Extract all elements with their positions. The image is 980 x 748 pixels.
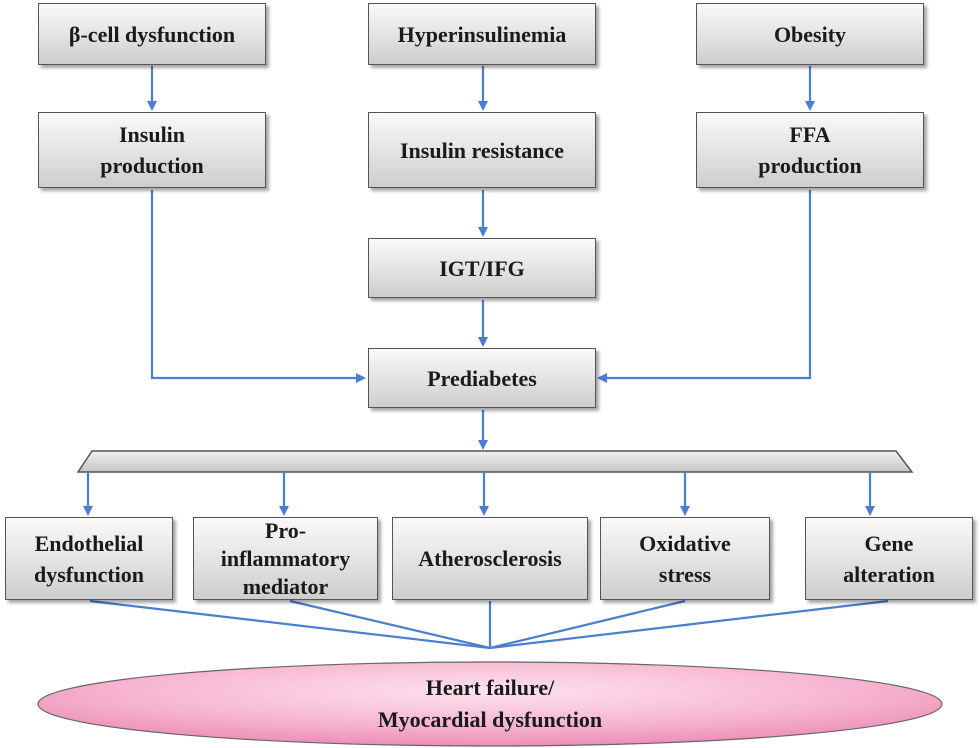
prediabetes-box: Prediabetes — [368, 348, 596, 408]
arrows — [83, 66, 875, 516]
prediabetes-label: Prediabetes — [427, 365, 537, 391]
hyperinsulinemia-box: Hyperinsulinemia — [368, 3, 596, 65]
line-oxidative-to-heart — [489, 599, 686, 650]
endothelial-label-line2: dysfunction — [33, 561, 145, 587]
line-proinflammatory-to-heart — [289, 599, 491, 650]
igt-ifg-label: IGT/IFG — [439, 255, 525, 281]
insulin-production-label-line2: production — [100, 153, 204, 178]
obesity-box: Obesity — [696, 3, 924, 65]
arrow-insulin-to-prediabetes — [150, 190, 366, 383]
endothelial-label-line1: Endothelial — [34, 530, 144, 556]
oxidative-label-line2: stress — [658, 561, 712, 587]
pro-inflammatory-label-line2: inflammatory — [220, 545, 351, 571]
atherosclerosis-label: Atherosclerosis — [418, 546, 562, 571]
pro-inflammatory-mediator-box: Pro- inflammatory mediator — [193, 517, 378, 600]
gene-alteration-box: Gene alteration — [805, 517, 973, 600]
oxidative-stress-box: Oxidative stress — [600, 517, 770, 600]
heart-failure-label-line1: Heart failure/ — [425, 675, 555, 700]
beta-cell-dysfunction-box: β-cell dysfunction — [38, 3, 266, 65]
line-endothelial-to-heart — [89, 599, 491, 650]
converging-lines — [89, 599, 889, 650]
arrow-ffa-to-prediabetes — [597, 190, 812, 383]
insulin-production-label-line1: Insulin — [118, 122, 186, 147]
heart-failure-label: Heart failure/ Myocardial dysfunction — [40, 662, 940, 746]
line-gene-to-heart — [489, 599, 889, 650]
distribution-bar — [76, 450, 914, 473]
igt-ifg-box: IGT/IFG — [368, 238, 596, 298]
oxidative-label-line1: Oxidative — [639, 530, 731, 556]
ffa-production-label-line1: FFA — [789, 122, 831, 147]
insulin-resistance-box: Insulin resistance — [368, 112, 596, 188]
insulin-production-box: Insulin production — [38, 112, 266, 188]
atherosclerosis-box: Atherosclerosis — [392, 517, 588, 600]
ffa-production-label-line2: production — [758, 153, 862, 178]
hyperinsulinemia-label: Hyperinsulinemia — [397, 21, 567, 47]
pro-inflammatory-label-line1: Pro- — [264, 517, 307, 543]
obesity-label: Obesity — [773, 21, 847, 47]
heart-failure-ellipse — [37, 661, 943, 747]
endothelial-dysfunction-box: Endothelial dysfunction — [5, 517, 173, 600]
gene-label-line2: alteration — [843, 561, 935, 587]
pro-inflammatory-label-line3: mediator — [242, 573, 329, 599]
beta-cell-dysfunction-label: β-cell dysfunction — [68, 21, 236, 47]
ffa-production-box: FFA production — [696, 112, 924, 188]
gene-label-line1: Gene — [864, 530, 914, 556]
heart-failure-label-line2: Myocardial dysfunction — [377, 707, 603, 732]
insulin-resistance-label: Insulin resistance — [399, 137, 564, 163]
